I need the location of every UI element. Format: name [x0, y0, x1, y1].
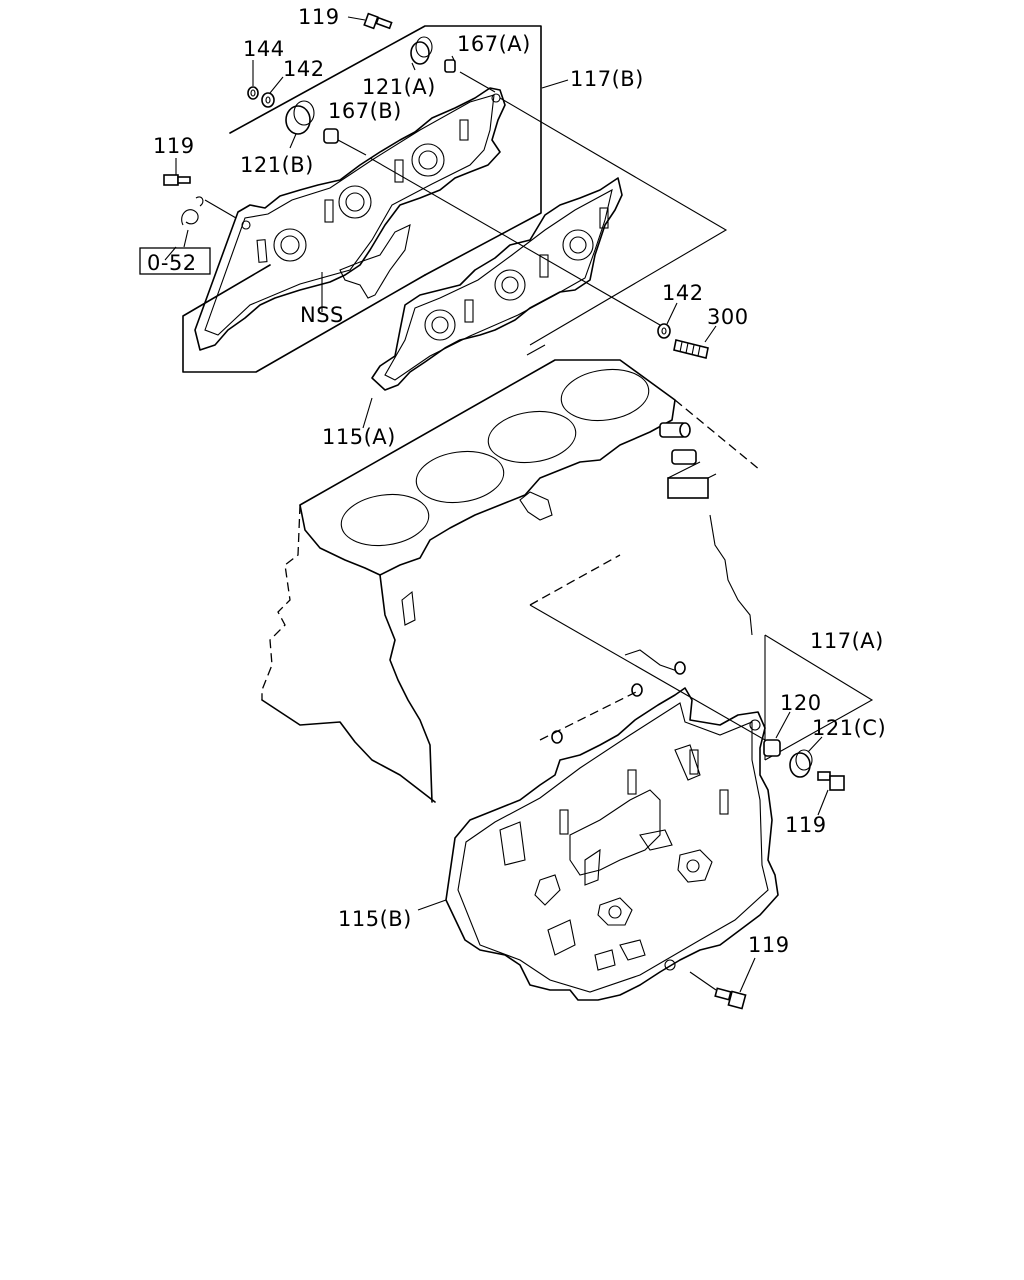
label-120: 120	[780, 691, 822, 715]
label-121b: 121(B)	[240, 153, 314, 177]
label-144: 144	[243, 37, 285, 61]
label-119-left: 119	[153, 134, 195, 158]
label-167b: 167(B)	[328, 99, 402, 123]
hardware-mid	[657, 302, 717, 359]
hardware-top	[163, 12, 496, 248]
label-121a: 121(A)	[362, 75, 436, 99]
head-cover-gasket-115b	[445, 687, 779, 1001]
label-300: 300	[707, 305, 749, 329]
label-115b: 115(B)	[338, 907, 412, 931]
label-121c: 121(C)	[812, 716, 886, 740]
hardware-lower	[417, 711, 845, 1010]
cylinder-block	[261, 359, 766, 803]
label-119-top: 119	[298, 5, 340, 29]
label-117b: 117(B)	[570, 67, 644, 91]
head-cover-gasket-upper	[194, 87, 506, 351]
label-142-top: 142	[283, 57, 325, 81]
label-117a: 117(A)	[810, 629, 884, 653]
label-142-mid: 142	[662, 281, 704, 305]
label-119-bottom: 119	[748, 933, 790, 957]
head-cover-gasket-115a	[371, 177, 623, 391]
label-nss: NSS	[300, 303, 344, 327]
label-119-right: 119	[785, 813, 827, 837]
label-115a: 115(A)	[322, 425, 396, 449]
ref-box-0-52	[139, 247, 211, 275]
bracket-lines-upper-right	[369, 97, 728, 356]
label-167a: 167(A)	[457, 32, 531, 56]
bracket-117a	[764, 634, 874, 761]
label-0-52: 0-52	[147, 251, 197, 275]
